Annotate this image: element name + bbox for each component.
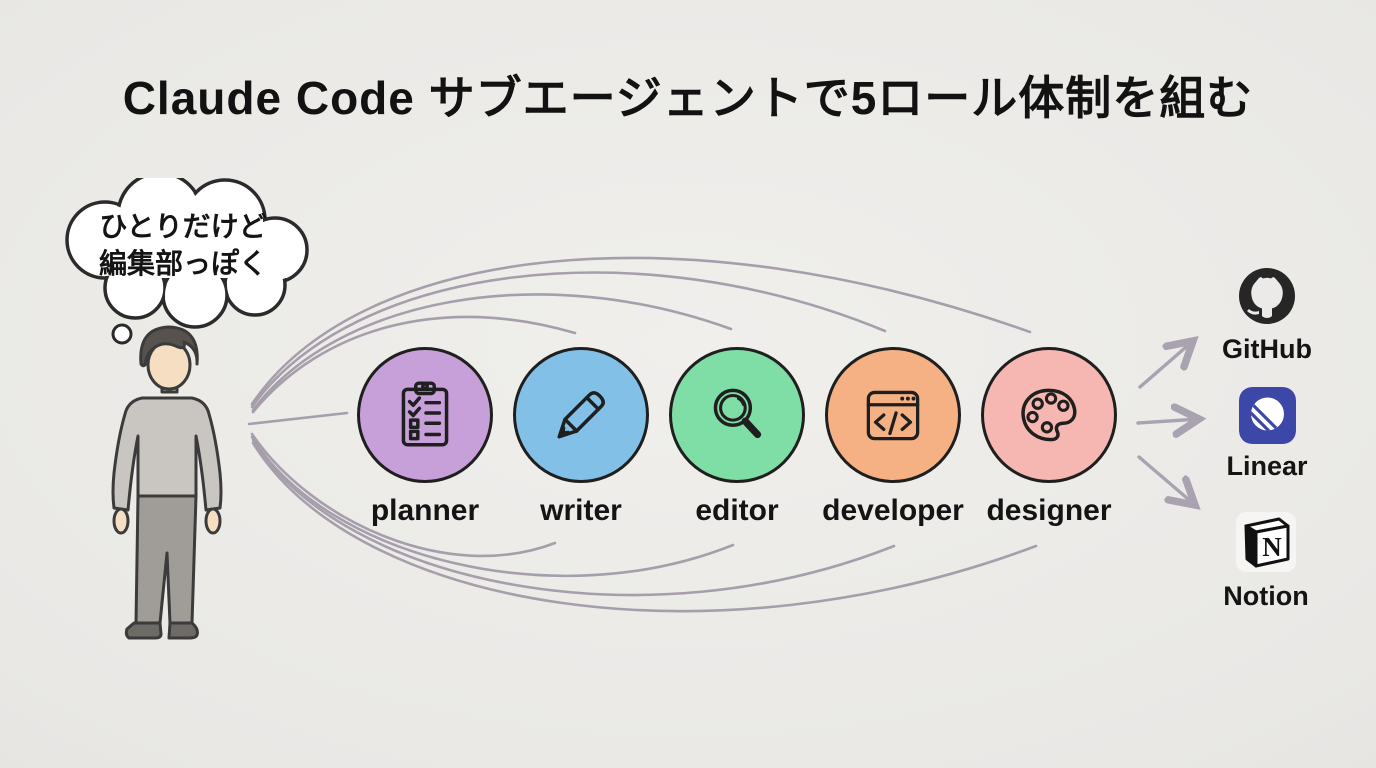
integration-linear: Linear <box>1192 387 1342 482</box>
editor-circle <box>669 347 805 483</box>
planner-circle <box>357 347 493 483</box>
output-arrows <box>1136 341 1199 505</box>
thought-bubble-tail-dot <box>111 323 133 345</box>
thought-bubble-cloud <box>65 178 309 345</box>
curve-to-editor-bottom <box>250 435 735 578</box>
curve-to-developer-bottom <box>251 438 896 597</box>
writer-circle <box>513 347 649 483</box>
arrow-to-github <box>1138 341 1193 389</box>
person-left-hand <box>112 507 130 535</box>
integration-github: GitHub <box>1192 265 1342 365</box>
role-label-editor: editor <box>695 494 779 527</box>
integration-notion: N Notion <box>1191 510 1341 612</box>
arrow-to-linear <box>1136 419 1199 423</box>
role-developer: developer <box>822 347 964 527</box>
curve-to-developer-top <box>250 271 887 409</box>
role-planner: planner <box>357 347 493 527</box>
role-label-developer: developer <box>822 494 964 527</box>
notion-n-glyph: N <box>1262 532 1282 562</box>
person-right-shoe <box>167 621 199 640</box>
person-hair <box>139 325 199 368</box>
person-right-hand <box>204 507 222 535</box>
person-pants <box>134 494 198 625</box>
page-title: Claude Code サブエージェントで5ロール体制を組む <box>122 72 1254 124</box>
person-shirt <box>111 396 223 512</box>
curve-to-designer-top <box>250 256 1032 406</box>
role-label-planner: planner <box>370 494 480 527</box>
magnifier-icon <box>713 388 762 439</box>
linear-icon <box>1238 387 1296 444</box>
curve-to-planner <box>247 411 349 426</box>
curve-to-designer-bottom <box>251 441 1038 613</box>
notion-icon: N <box>1236 512 1296 572</box>
github-icon <box>1239 268 1295 324</box>
curve-to-writer-top <box>251 315 577 414</box>
code-window-icon <box>866 390 920 441</box>
person-to-role-curves <box>247 256 1038 613</box>
github-label: GitHub <box>1222 334 1312 364</box>
role-label-designer: designer <box>986 494 1112 527</box>
thought-bubble: ひとりだけど 編集部っぽく <box>48 178 318 353</box>
role-editor: editor <box>669 347 805 527</box>
role-designer: designer <box>981 347 1117 527</box>
thought-bubble-line1: ひとりだけど <box>99 211 267 242</box>
developer-circle <box>825 347 961 483</box>
role-label-writer: writer <box>540 494 622 527</box>
curve-to-writer-bottom <box>250 432 557 558</box>
designer-circle <box>981 347 1117 483</box>
role-writer: writer <box>513 347 649 527</box>
person-left-shoe <box>124 621 163 640</box>
thought-bubble-text: ひとりだけど 編集部っぽく <box>76 208 290 282</box>
pencil-icon <box>557 391 605 439</box>
linear-label: Linear <box>1226 451 1308 481</box>
notion-label: Notion <box>1223 581 1309 611</box>
clipboard-checklist-icon <box>401 381 449 447</box>
palette-icon <box>1021 388 1077 442</box>
person-figure <box>88 318 263 648</box>
thought-bubble-line2: 編集部っぽく <box>98 248 267 279</box>
arrow-to-notion <box>1137 455 1195 505</box>
curve-to-editor-top <box>251 293 733 412</box>
